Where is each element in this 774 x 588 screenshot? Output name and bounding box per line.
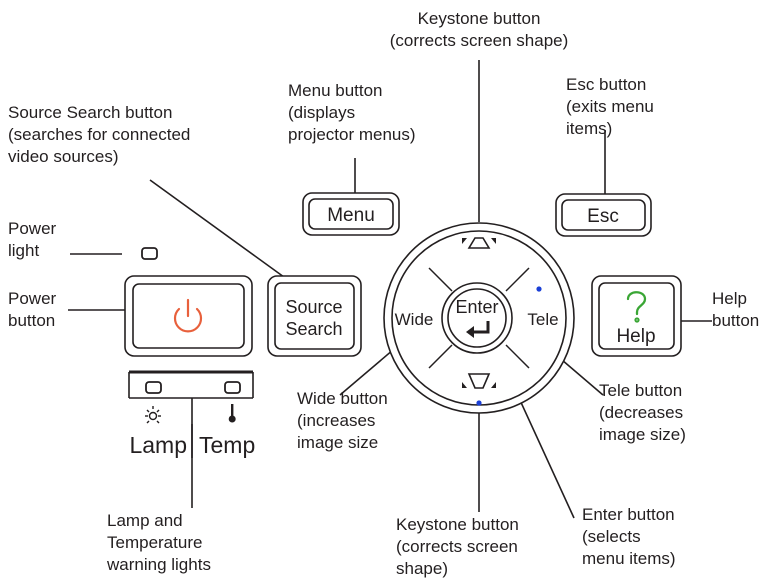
keystone-down-dot bbox=[476, 400, 482, 406]
enter-key-label: Enter bbox=[455, 297, 498, 317]
callout-source-search: Source Search button(searches for connec… bbox=[8, 103, 191, 166]
warning-lights-panel: Lamp Temp bbox=[128, 370, 255, 458]
enter-button[interactable]: Enter bbox=[441, 282, 513, 354]
lamp-label: Lamp bbox=[129, 432, 187, 458]
keystone-down-icon bbox=[467, 373, 491, 389]
source-search-button[interactable]: Source Search bbox=[267, 275, 362, 357]
keystone-up-button[interactable] bbox=[462, 237, 496, 249]
esc-key[interactable]: Esc bbox=[555, 193, 652, 237]
keystone-down-button[interactable] bbox=[462, 373, 496, 389]
tele-dot bbox=[536, 286, 542, 292]
menu-key[interactable]: Menu bbox=[302, 192, 400, 236]
help-button[interactable]: Help bbox=[591, 275, 682, 357]
esc-key-label: Esc bbox=[587, 206, 619, 227]
callout-keystone-top: Keystone button(corrects screen shape) bbox=[389, 9, 569, 50]
source-key-line-1: Source bbox=[285, 297, 342, 317]
menu-key-label: Menu bbox=[327, 205, 375, 226]
enter-arrow-icon bbox=[466, 321, 490, 338]
power-button[interactable] bbox=[124, 275, 253, 357]
power-icon bbox=[173, 298, 203, 333]
keystone-up-icon bbox=[467, 237, 491, 249]
help-key-label: Help bbox=[616, 326, 655, 347]
lamp-icon bbox=[145, 406, 161, 424]
thermometer-icon bbox=[228, 404, 236, 423]
tele-key-label[interactable]: Tele bbox=[527, 310, 558, 329]
wide-key-label[interactable]: Wide bbox=[395, 310, 434, 329]
help-icon bbox=[626, 291, 647, 323]
lamp-light bbox=[145, 381, 162, 394]
power-light bbox=[141, 247, 158, 260]
direction-pad: Wide Tele Enter bbox=[383, 222, 575, 414]
leader-source-search bbox=[149, 179, 296, 286]
temp-light bbox=[224, 381, 241, 394]
source-key-line-2: Search bbox=[285, 319, 342, 339]
temp-label: Temp bbox=[199, 432, 255, 458]
